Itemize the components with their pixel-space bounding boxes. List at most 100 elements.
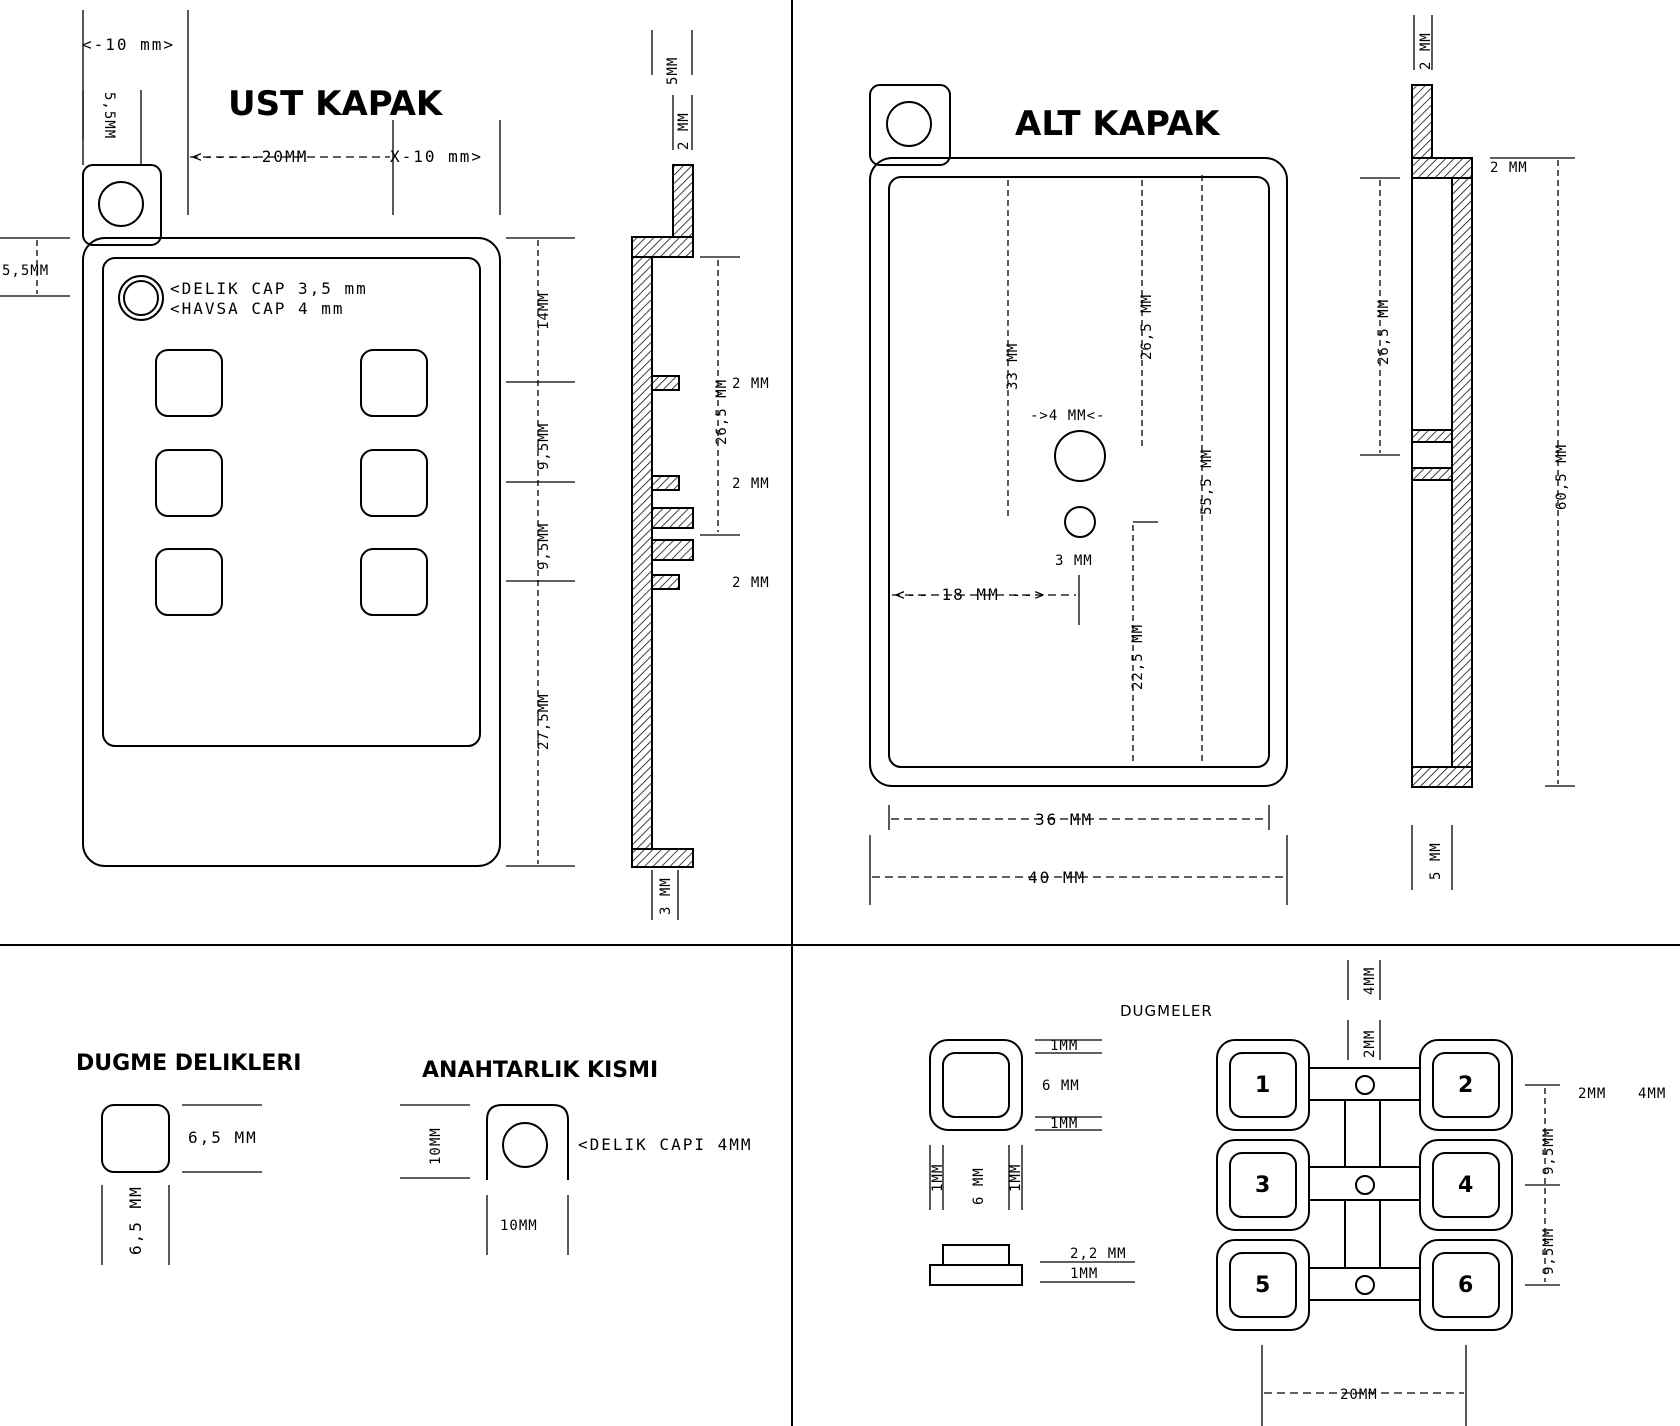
button-label-3: 3 (1255, 1173, 1270, 1198)
havsa-diameter-label: <HAVSA CAP 4 mm (170, 299, 345, 318)
button-hole (360, 449, 428, 517)
pad-button-2 (1419, 1039, 1513, 1131)
sect-26-5mm: 26,5 MM (714, 379, 730, 445)
sect-60-5mm: 60,5 MM (1554, 444, 1570, 510)
dugme-width-label: 6,5 MM (126, 1185, 145, 1255)
sect-5mm: 5MM (665, 57, 681, 85)
button-inner (942, 1052, 1010, 1118)
btn-6mm-width: 6 MM (971, 1167, 987, 1205)
sect-2mm-c: 2 MM (732, 575, 770, 591)
btn-1mm-left: 1MM (930, 1164, 946, 1192)
button-hole-detail (101, 1104, 170, 1173)
hole-4mm-label: ->4 MM<- (1030, 408, 1105, 424)
pad-4mm-right: 4MM (1638, 1086, 1666, 1102)
sect-2mm-b: 2 MM (732, 476, 770, 492)
outer-body (869, 157, 1288, 787)
dim-36mm: 36 MM (1035, 810, 1093, 829)
pad-button-3 (1216, 1139, 1310, 1231)
sect-3mm: 3 MM (658, 877, 674, 915)
button-label-1: 1 (1255, 1073, 1270, 1098)
dugmeler-title: DUGMELER (1120, 1002, 1213, 1020)
pad-button-1 (1216, 1039, 1310, 1131)
anahtarlik-height-label: 10MM (428, 1127, 444, 1165)
inner-body (102, 257, 481, 747)
pad-20mm: 20MM (1340, 1387, 1378, 1403)
dim-10mm-right: X-10 mm> (390, 147, 483, 166)
btn-1mm-top: 1MM (1050, 1038, 1078, 1054)
pad-9-5mm-b: 9,5MM (1541, 1228, 1557, 1275)
outer-body (82, 237, 501, 867)
alt-kapak-dimensions (869, 175, 1288, 905)
dim-22-5mm: 22,5 MM (1130, 624, 1146, 690)
pad-hole (1355, 1275, 1375, 1295)
btn-1mm-side: 1MM (1070, 1266, 1098, 1282)
dim-9-5mm-a: 9,5MM (536, 423, 552, 470)
anahtarlik-view (400, 1104, 569, 1255)
sect-2mm-top: 2 MM (676, 112, 692, 150)
dim-5-5mm-tab: 5,5MM (101, 92, 117, 139)
dim-33mm: 33 MM (1005, 343, 1021, 390)
button-label-2: 2 (1458, 1073, 1473, 1098)
dim-20mm: <-----20MM (192, 147, 308, 166)
ust-kapak-title: UST KAPAK (228, 84, 444, 124)
button-side-base (929, 1264, 1023, 1286)
btn-6mm: 6 MM (1042, 1078, 1080, 1094)
ust-kapak-dimensions (0, 10, 575, 867)
ust-kapak-section (631, 30, 740, 920)
btn-2-2mm: 2,2 MM (1070, 1246, 1127, 1262)
button-label-4: 4 (1458, 1173, 1473, 1198)
sect-26-5mm: 26,5 MM (1376, 299, 1392, 365)
dim-26-5mm: 26,5 MM (1139, 294, 1155, 360)
hole-3mm-label: 3 MM (1055, 553, 1093, 569)
keychain-tab (869, 84, 951, 166)
btn-1mm-right: 1MM (1008, 1164, 1024, 1192)
screw-hole-inner (123, 280, 159, 316)
button-pad-assembly (1216, 960, 1560, 1426)
keychain-part (486, 1104, 569, 1180)
center-hole-4mm (1054, 430, 1106, 482)
sect-2mm-a: 2 MM (732, 376, 770, 392)
button-side-top (942, 1244, 1010, 1266)
center-hole-3mm (1064, 506, 1096, 538)
button-label-5: 5 (1255, 1273, 1270, 1298)
button-detail-view (929, 1039, 1135, 1286)
dim-9-5mm-b: 9,5MM (536, 523, 552, 570)
pad-2mm-right: 2MM (1578, 1086, 1606, 1102)
screw-hole-outer (118, 275, 164, 321)
pad-button-5 (1216, 1239, 1310, 1331)
pad-button-6 (1419, 1239, 1513, 1331)
btn-1mm-bottom: 1MM (1050, 1116, 1078, 1132)
dim-5-5mm-left: 5,5MM (2, 263, 49, 279)
button-hole (360, 349, 428, 417)
pad-hole (1355, 1175, 1375, 1195)
pad-4mm-top: 4MM (1362, 967, 1378, 995)
pad-hole (1355, 1075, 1375, 1095)
sect-5mm: 5 MM (1428, 842, 1444, 880)
anahtarlik-width-label: 10MM (500, 1218, 538, 1234)
keychain-hole (886, 101, 932, 147)
dim-10mm-top: <-10 mm> (82, 35, 175, 54)
anahtarlik-hole-label: <DELIK CAPI 4MM (578, 1135, 753, 1154)
keychain-hole (502, 1122, 548, 1168)
pad-button-4 (1419, 1139, 1513, 1231)
button-hole (155, 548, 223, 616)
button-outer (929, 1039, 1023, 1131)
pad-9-5mm-a: 9,5MM (1541, 1128, 1557, 1175)
keychain-tab (82, 164, 162, 246)
pad-2mm-top: 2MM (1362, 1030, 1378, 1058)
button-hole (155, 349, 223, 417)
dim-27-5mm: 27,5MM (536, 693, 552, 750)
keychain-hole (98, 181, 144, 227)
dugme-delikleri-title: DUGME DELIKLERI (76, 1051, 301, 1076)
dim-18mm: <-- 18 MM --> (895, 585, 1046, 604)
button-label-6: 6 (1458, 1273, 1473, 1298)
sect-2mm-top: 2 MM (1418, 32, 1434, 70)
anahtarlik-title: ANAHTARLIK KISMI (422, 1058, 658, 1083)
button-hole (155, 449, 223, 517)
ust-kapak-view (82, 164, 501, 867)
alt-kapak-section (1360, 15, 1575, 890)
button-hole (360, 548, 428, 616)
dugme-delikleri-view (101, 1104, 262, 1265)
alt-kapak-title: ALT KAPAK (1015, 104, 1221, 144)
